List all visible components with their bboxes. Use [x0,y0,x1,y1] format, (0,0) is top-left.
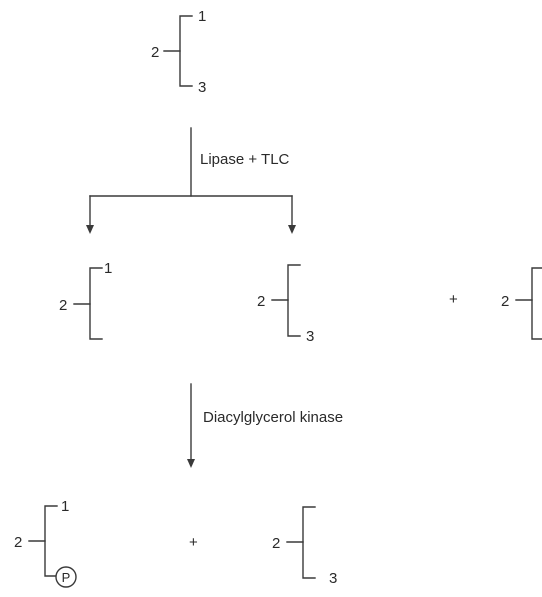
sn3-label: 3 [329,570,337,587]
diacylglycerol-2-3-unreacted: 2 3 [272,506,337,587]
phosphate-label: P [62,570,71,585]
plus-sign: + [449,291,458,308]
sn2-label: 2 [151,44,159,61]
sn3-label: 3 [198,79,206,96]
phosphate-circle [55,566,77,588]
lipase-step-arrow [86,127,296,234]
sn2-label: 2 [501,293,509,310]
sn2-label: 2 [59,297,67,314]
lipase-tlc-label: Lipase + TLC [200,151,290,168]
diacylglycerol-1-2: 2 1 [59,260,112,340]
sn2-label: 2 [257,293,265,310]
sn2-label: 2 [14,534,22,551]
sn3-label: 3 [306,328,314,345]
sn1-label: 1 [104,260,112,277]
sn1-label: 1 [198,8,206,25]
diacylglycerol-kinase-label: Diacylglycerol kinase [203,409,343,426]
triacylglycerol: 2 1 3 [151,8,206,96]
phosphatidic-acid: 2 1 P [14,498,77,588]
sn1-label: 1 [61,498,69,515]
kinase-step-arrow [187,383,195,468]
diacylglycerol-2-3: 2 3 [257,264,314,345]
monoacylglycerol: 2 [501,267,542,340]
plus-sign: + [189,534,198,551]
sn2-label: 2 [272,535,280,552]
